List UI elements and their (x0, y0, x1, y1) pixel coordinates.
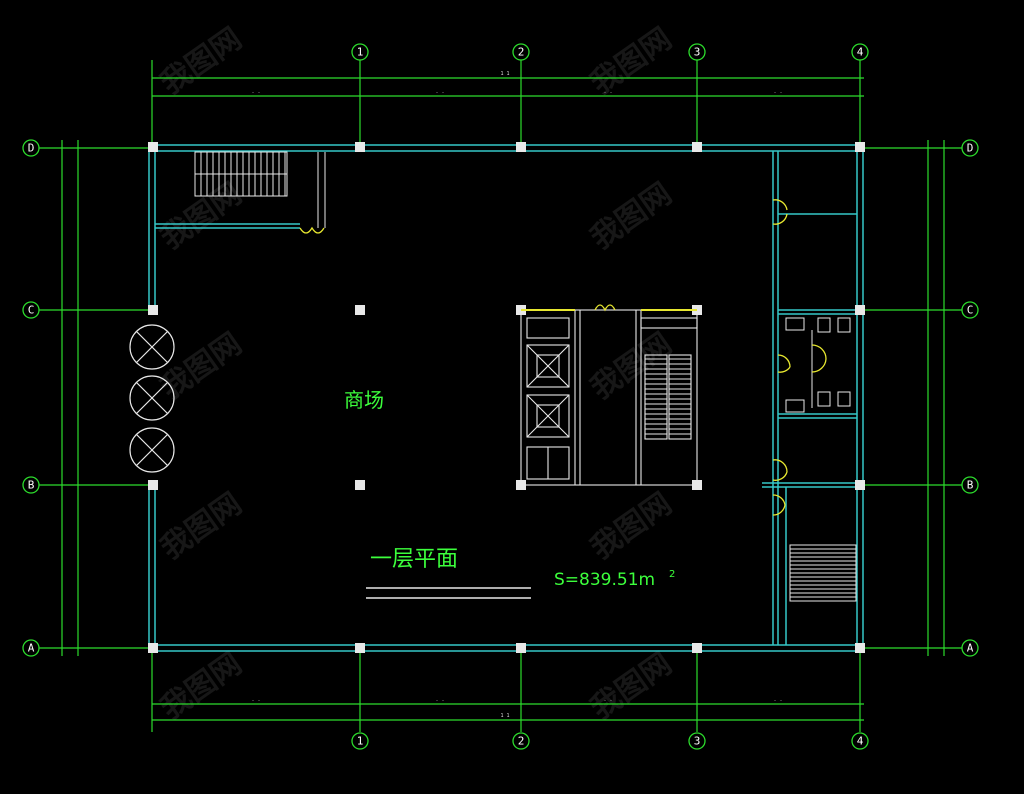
axis-label-top-1: 1 (357, 46, 364, 59)
revolving-door-1 (129, 324, 175, 370)
door-swings (299, 199, 827, 516)
revolving-door-3 (129, 427, 175, 473)
axis-bubble-right-A (961, 639, 979, 657)
axis-label-top-3: 3 (694, 46, 701, 59)
axis-label-bottom-4: 4 (857, 735, 864, 748)
drawing-title: 一层平面 (370, 547, 458, 572)
svg-text:. .: . . (603, 697, 612, 703)
axis-bubble-left-A (22, 639, 40, 657)
elevator-shaft-1 (526, 344, 570, 388)
exterior-walls (148, 144, 864, 652)
dimension-lines (38, 60, 962, 732)
axis-bubble-left-D (22, 139, 40, 157)
watermark: 我图网 (585, 646, 679, 726)
svg-text:1 1: 1 1 (500, 713, 509, 719)
core-block (520, 309, 698, 486)
core-stair-treads (645, 358, 691, 435)
toilet-fixtures (785, 317, 851, 413)
axis-label-bottom-1: 1 (357, 735, 364, 748)
axis-label-right-B: B (967, 479, 974, 492)
watermark-layer: 我图网我图网我图网我图网我图网我图网我图网我图网我图网我图网 (155, 21, 679, 726)
axis-bubble-right-B (961, 476, 979, 494)
axis-label-bottom-2: 2 (518, 735, 525, 748)
watermark: 我图网 (155, 326, 249, 406)
axis-bubble-bottom-4 (851, 732, 869, 750)
axis-label-left-B: B (28, 479, 35, 492)
area-text: S=839.51m (554, 570, 655, 590)
svg-text:. .: . . (773, 89, 782, 95)
svg-text:. .: . . (773, 697, 782, 703)
axis-label-right-A: A (967, 642, 974, 655)
axis-label-bottom-3: 3 (694, 735, 701, 748)
structural-columns (148, 142, 865, 653)
stair-top-left (194, 151, 326, 228)
axis-bubble-top-2 (512, 43, 530, 61)
svg-text:. .: . . (435, 89, 444, 95)
axis-label-left-A: A (28, 642, 35, 655)
watermark: 我图网 (155, 486, 249, 566)
axis-bubble-bottom-1 (351, 732, 369, 750)
axis-bubble-right-C (961, 301, 979, 319)
elevator-shaft-2 (526, 394, 570, 438)
axis-label-right-C: C (967, 304, 974, 317)
axis-bubble-left-C (22, 301, 40, 319)
axis-label-right-D: D (967, 142, 974, 155)
dimension-texts: 1 1 . . . . . . . . . . . . . . . . 1 1 (251, 71, 782, 719)
stair-bottom-right-treads (790, 548, 856, 598)
axis-bubble-top-3 (688, 43, 706, 61)
revolving-door-2 (129, 375, 175, 421)
axis-bubble-left-B (22, 476, 40, 494)
axis-label-top-4: 4 (857, 46, 864, 59)
watermark: 我图网 (585, 176, 679, 256)
revolving-doors (129, 324, 175, 473)
watermark: 我图网 (585, 21, 679, 101)
svg-text:1 1: 1 1 (500, 71, 509, 77)
axis-bubble-bottom-2 (512, 732, 530, 750)
axis-bubble-bottom-3 (688, 732, 706, 750)
svg-text:. .: . . (251, 697, 260, 703)
area-superscript: 2 (669, 569, 675, 580)
svg-text:. .: . . (251, 89, 260, 95)
watermark: 我图网 (155, 21, 249, 101)
axis-labels: 1 2 3 4 1 2 3 4 D C B A D C B A (28, 46, 974, 748)
axis-bubble-top-1 (351, 43, 369, 61)
axis-bubble-right-D (961, 139, 979, 157)
axis-label-left-C: C (28, 304, 35, 317)
watermark: 我图网 (585, 326, 679, 406)
axis-bubbles (22, 43, 979, 750)
room-label: 商场 (344, 388, 384, 412)
axis-label-left-D: D (28, 142, 35, 155)
axis-bubble-top-4 (851, 43, 869, 61)
svg-text:. .: . . (435, 697, 444, 703)
watermark: 我图网 (155, 646, 249, 726)
title-underline (366, 587, 531, 599)
svg-text:. .: . . (603, 89, 612, 95)
watermark: 我图网 (585, 486, 679, 566)
axis-label-top-2: 2 (518, 46, 525, 59)
